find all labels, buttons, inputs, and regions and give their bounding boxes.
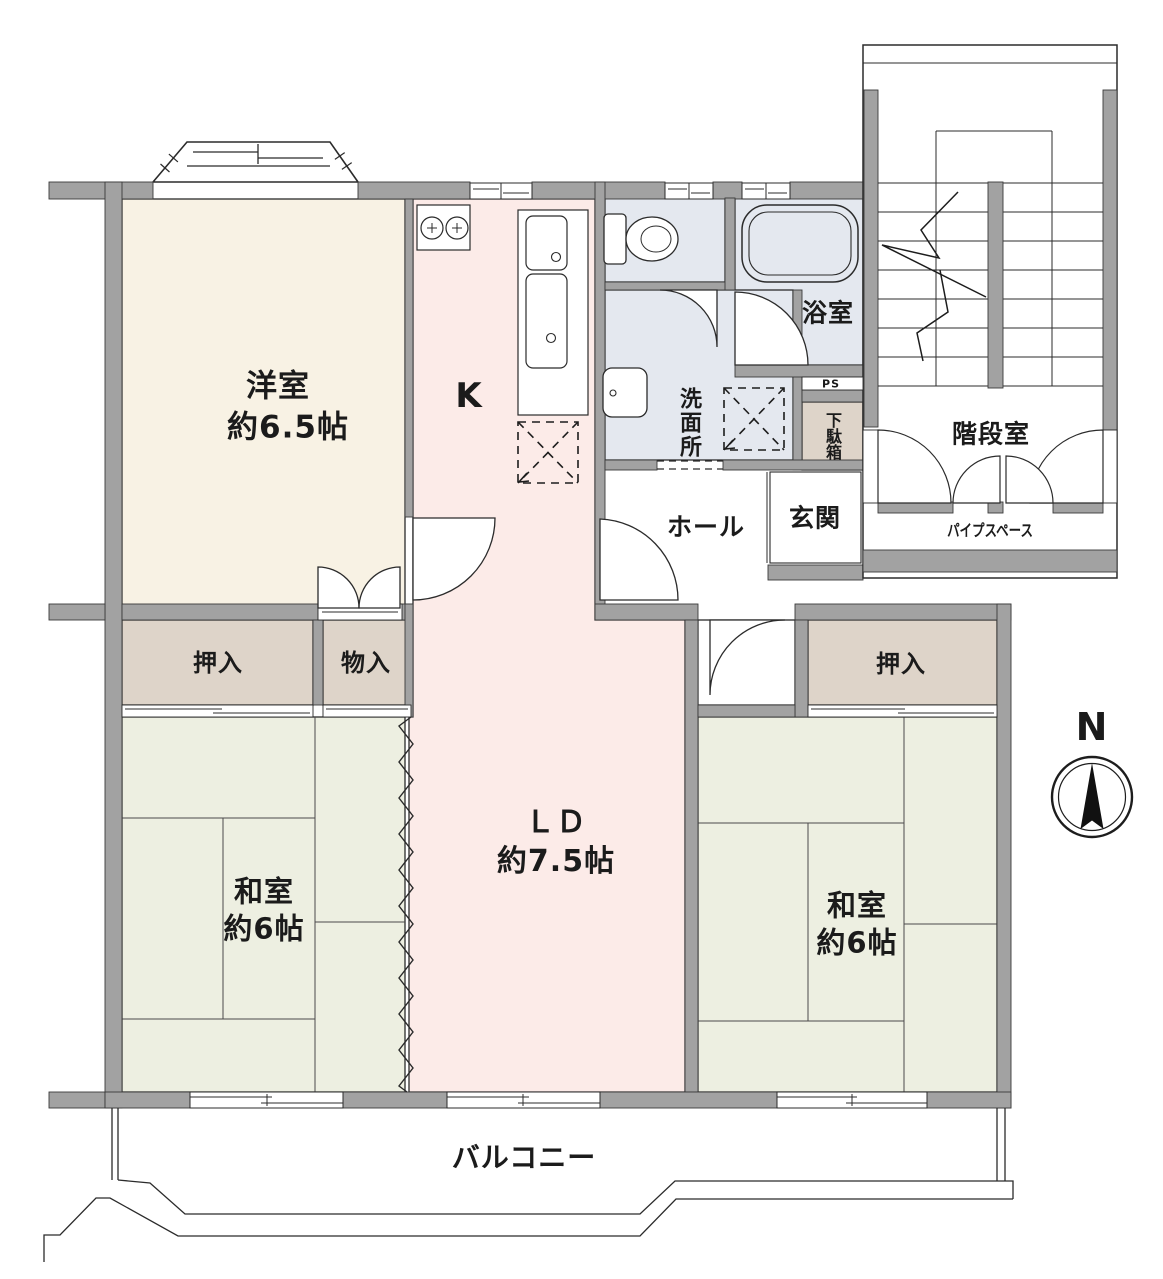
stair-break-line xyxy=(881,191,987,362)
japanese-right-window xyxy=(776,1091,928,1109)
storage-door-arc xyxy=(358,566,401,609)
label-balcony: バルコニー xyxy=(451,1141,597,1174)
windows-top xyxy=(469,182,791,200)
toilet-door-arc xyxy=(659,289,718,348)
japanese-left-window xyxy=(189,1091,344,1109)
washing-machine-space-icon xyxy=(723,387,785,451)
doors xyxy=(317,289,809,696)
sink-icon xyxy=(525,215,568,271)
windows-bottom xyxy=(189,1091,928,1109)
door-arc xyxy=(952,455,1001,504)
label-hall: ホール xyxy=(666,512,746,542)
room-western xyxy=(121,198,406,606)
label-stair-hall: 階段室 xyxy=(951,419,1031,449)
washbasin-icon xyxy=(602,367,648,418)
label-washroom: 洗面所 xyxy=(676,387,701,459)
closet-left xyxy=(121,619,314,706)
label-entrance: 玄関 xyxy=(788,503,842,533)
stair-newel-wall xyxy=(987,181,1004,389)
label-compass-north: N xyxy=(1075,705,1109,749)
label-closet-right: 押入 xyxy=(876,650,926,678)
toilet-icon xyxy=(603,213,679,265)
refrigerator-arrow xyxy=(517,472,530,483)
toilet-window xyxy=(664,182,714,200)
room-japanese-left xyxy=(121,716,406,1093)
japanese-right-door-arc xyxy=(709,619,786,696)
room-japanese-right xyxy=(697,716,998,1093)
living-dining-window xyxy=(446,1091,601,1109)
stairwell xyxy=(862,44,1118,579)
label-living-dining-size: 約7.5帖 xyxy=(496,844,616,879)
washroom-opening xyxy=(657,460,723,470)
label-japanese-left: 和室 xyxy=(233,874,295,909)
refrigerator-space-icon xyxy=(517,421,579,484)
counter-unit xyxy=(525,273,568,369)
hall-door-arc xyxy=(599,518,679,601)
label-living-dining: ＬＤ xyxy=(525,805,587,840)
label-shoe-cabinet: 下駄箱 xyxy=(823,412,842,460)
label-japanese-right: 和室 xyxy=(826,888,888,923)
label-closet-left: 押入 xyxy=(193,649,243,677)
label-western-room: 洋室 xyxy=(246,368,310,405)
label-western-room-size: 約6.5帖 xyxy=(227,409,349,446)
kitchen-fixtures xyxy=(416,204,589,484)
label-kitchen: K xyxy=(455,376,483,416)
label-japanese-left-size: 約6帖 xyxy=(223,911,305,946)
washing-machine-arrow xyxy=(723,439,736,450)
label-pipe-shaft: PS xyxy=(822,377,840,391)
stair-doors xyxy=(862,429,1118,504)
bath-window xyxy=(741,182,791,200)
door-arc xyxy=(877,429,952,504)
balcony-outline xyxy=(43,1108,1014,1262)
label-bathroom: 浴室 xyxy=(801,298,855,328)
kitchen-door-arc xyxy=(412,517,496,601)
door-arc xyxy=(1005,455,1054,504)
compass-icon xyxy=(1050,755,1134,839)
label-storage: 物入 xyxy=(341,649,391,677)
kitchen-window xyxy=(469,182,533,200)
pipe-shaft-box xyxy=(801,376,864,391)
compass-needle xyxy=(1080,763,1104,829)
bay-window xyxy=(151,141,360,183)
tatami-lines xyxy=(122,717,997,1092)
washroom-fixtures xyxy=(602,367,785,451)
bath-door-arc xyxy=(734,291,809,366)
closet-right xyxy=(807,619,998,706)
entrance-floor xyxy=(766,471,862,564)
bathtub-icon xyxy=(741,204,859,283)
room-areas xyxy=(121,197,998,1093)
label-pipe-space: パイプスペース xyxy=(947,521,1033,540)
partition-break-zigzag xyxy=(398,716,414,1093)
label-japanese-right-size: 約6帖 xyxy=(816,925,898,960)
